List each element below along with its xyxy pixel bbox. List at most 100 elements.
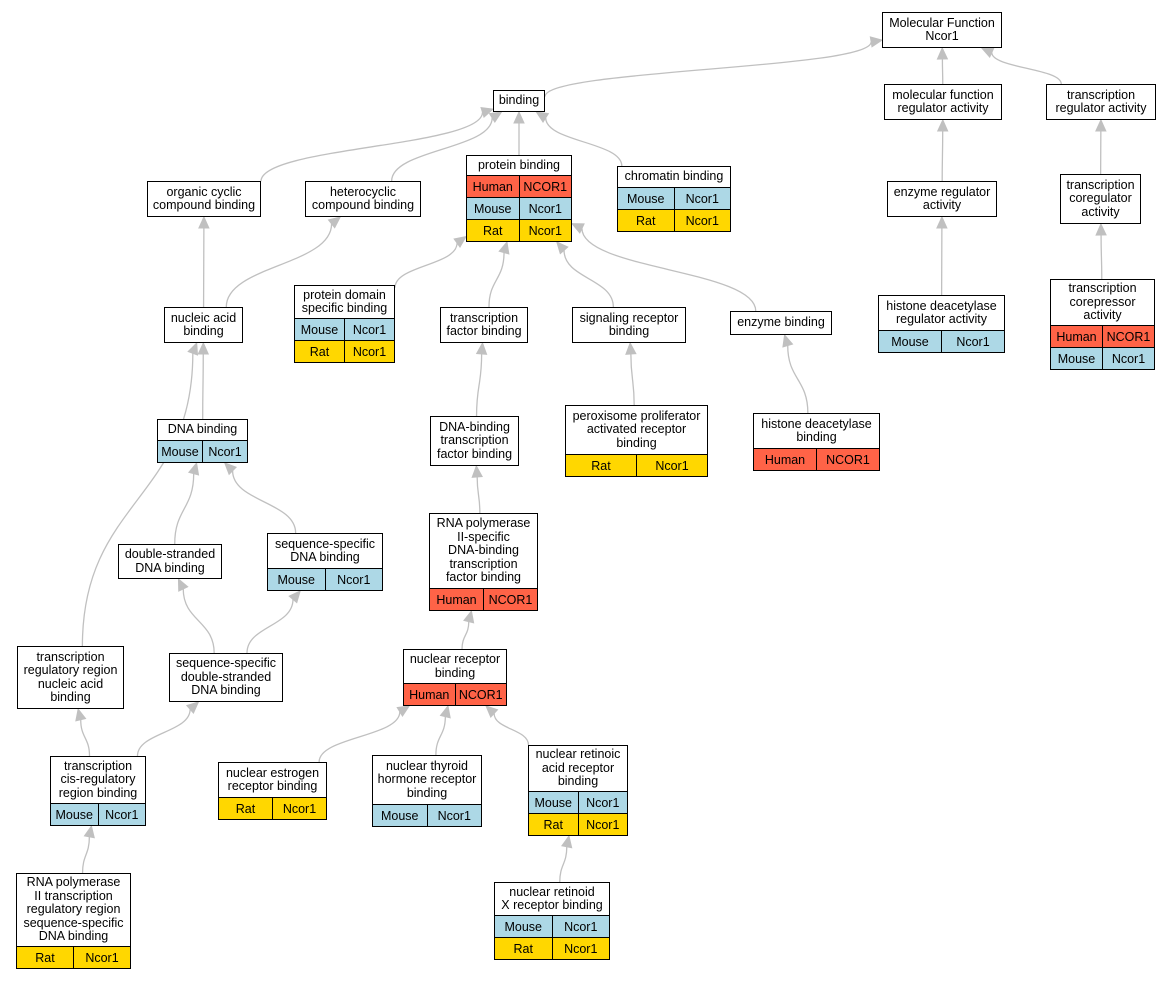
go-term-node[interactable]: enzyme binding — [730, 311, 832, 335]
gene-cell: Ncor1 — [673, 210, 731, 231]
gene-cell: Ncor1 — [1102, 348, 1154, 369]
edge-arrowhead — [463, 609, 475, 624]
go-term-node[interactable]: molecular function regulator activity — [884, 84, 1002, 120]
edge-line — [174, 473, 195, 545]
go-term-node[interactable]: nucleic acid binding — [164, 307, 243, 343]
species-cell: Human — [436, 592, 477, 607]
go-term-node[interactable]: transcription regulatory region nucleic … — [17, 646, 124, 709]
edge-line — [394, 242, 458, 288]
edge-line — [563, 250, 614, 308]
edge-arrowhead — [1095, 118, 1107, 132]
edge-arrowhead — [535, 111, 550, 124]
edge-arrowhead — [223, 462, 238, 476]
edge-line — [182, 588, 215, 654]
go-term-node[interactable]: heterocyclic compound binding — [305, 181, 421, 217]
annotation-row: Mouse Ncor1 — [1051, 347, 1154, 369]
go-term-node[interactable]: transcription cis-regulatory region bind… — [50, 756, 146, 826]
gene-cell: Ncor1 — [577, 792, 628, 813]
edge-arrowhead — [327, 216, 342, 229]
go-term-label: nucleic acid binding — [170, 310, 237, 338]
edge-line — [787, 345, 809, 414]
species-cell: Rat — [591, 458, 611, 473]
species-cell: Human — [1056, 329, 1097, 344]
go-term-node[interactable]: DNA-binding transcription factor binding — [430, 416, 519, 466]
go-term-node[interactable]: enzyme regulator activity — [887, 181, 997, 217]
species-cell: Rat — [543, 817, 563, 832]
edge-arrowhead — [177, 577, 189, 592]
edge-line — [80, 719, 91, 757]
go-term-node[interactable]: transcription coregulator activity — [1060, 174, 1141, 224]
go-term-label: enzyme regulator activity — [893, 184, 991, 212]
species-cell: Mouse — [300, 322, 339, 337]
species-cell: Mouse — [55, 807, 94, 822]
edge-arrowhead — [556, 241, 569, 255]
species-cell: Rat — [235, 801, 256, 816]
edge-arrowhead — [980, 47, 995, 59]
go-term-label: transcription cis-regulatory region bind… — [58, 758, 138, 800]
go-term-node[interactable]: double-stranded DNA binding — [118, 544, 222, 579]
species-cell: Mouse — [1057, 351, 1096, 366]
species-cell: Mouse — [504, 919, 543, 934]
edge-arrowhead — [1095, 222, 1107, 236]
edge-line — [630, 353, 635, 406]
go-term-label: nuclear estrogen receptor binding — [225, 765, 320, 793]
go-term-node[interactable]: sequence-specific double-stranded DNA bi… — [169, 653, 283, 702]
gene-cell: Ncor1 — [551, 916, 610, 937]
go-term-node[interactable]: binding — [493, 90, 545, 112]
go-term-node[interactable]: signaling receptor binding — [572, 307, 686, 343]
gene-cell: Ncor1 — [324, 569, 383, 590]
edge-arrowhead — [198, 215, 210, 229]
gene-cell: Ncor1 — [673, 188, 731, 209]
go-term-label: double-stranded DNA binding — [124, 547, 216, 575]
go-term-node[interactable]: RNA polymerase II transcription regulato… — [16, 873, 131, 969]
gene-cell: NCOR1 — [454, 684, 507, 705]
go-term-node[interactable]: transcription regulator activity — [1046, 84, 1156, 120]
go-term-label: protein domain specific binding — [301, 287, 388, 315]
go-term-label: nuclear retinoid X receptor binding — [501, 884, 603, 912]
go-term-node[interactable]: RNA polymerase II-specific DNA-binding t… — [429, 513, 538, 611]
edge-arrowhead — [185, 701, 200, 714]
go-term-label: sequence-specific double-stranded DNA bi… — [175, 656, 277, 698]
go-term-label: RNA polymerase II-specific DNA-binding t… — [436, 516, 531, 585]
edge-line — [231, 470, 297, 534]
go-term-label: protein binding — [477, 157, 560, 172]
species-cell: Human — [764, 452, 806, 467]
edge-arrowhead — [869, 36, 884, 48]
edge-arrowhead — [936, 118, 949, 132]
gene-cell: NCOR1 — [1102, 326, 1154, 347]
go-term-node[interactable]: transcription factor binding — [440, 307, 528, 343]
go-term-node[interactable]: Molecular Function Ncor1 — [882, 12, 1002, 48]
species-cell: Mouse — [277, 572, 316, 587]
go-term-label: signaling receptor binding — [579, 310, 679, 338]
edge-line — [559, 846, 568, 883]
go-term-node[interactable]: peroxisome proliferator activated recept… — [565, 405, 708, 477]
go-term-node[interactable]: organic cyclic compound binding — [147, 181, 261, 217]
gene-cell: Ncor1 — [941, 331, 1004, 352]
go-term-node[interactable]: nuclear thyroid hormone receptor binding… — [372, 755, 482, 827]
go-term-label: transcription coregulator activity — [1066, 177, 1135, 219]
